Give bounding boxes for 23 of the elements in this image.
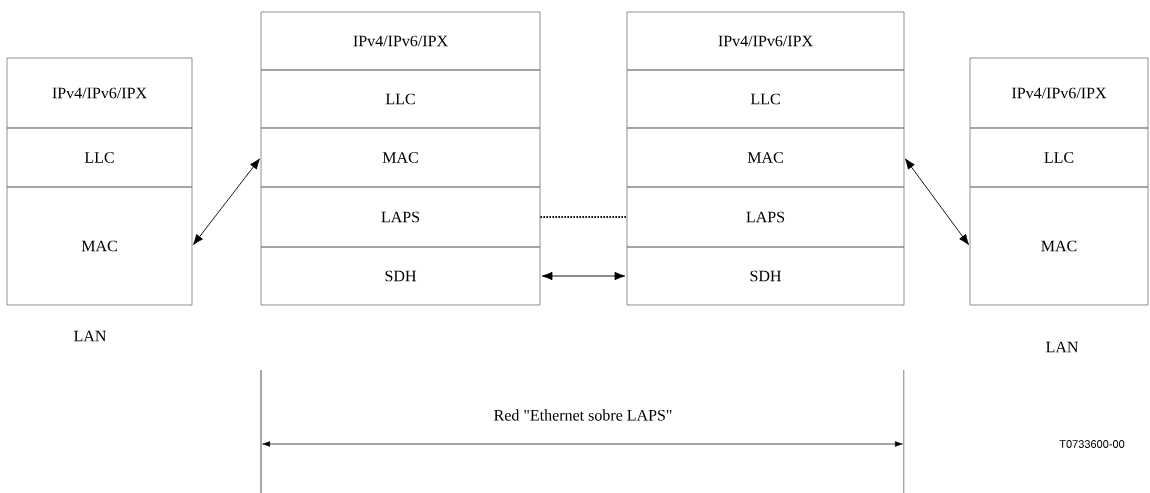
protocol-layer-cell: SDH bbox=[260, 246, 541, 306]
text-label: LAN bbox=[74, 330, 107, 342]
protocol-layer-cell: IPv4/IPv6/IPX bbox=[6, 57, 193, 129]
arrow bbox=[541, 271, 626, 281]
arrow bbox=[905, 158, 969, 245]
protocol-layer-cell: MAC bbox=[969, 186, 1149, 306]
protocol-layer-cell: LLC bbox=[6, 127, 193, 188]
protocol-layer-cell: IPv4/IPv6/IPX bbox=[626, 11, 905, 71]
protocol-layer-cell: LLC bbox=[969, 127, 1149, 188]
protocol-layer-cell: MAC bbox=[260, 127, 541, 188]
protocol-layer-cell: IPv4/IPv6/IPX bbox=[260, 11, 541, 71]
text-label: LAN bbox=[1046, 341, 1079, 353]
protocol-layer-cell: LLC bbox=[260, 69, 541, 129]
protocol-layer-cell: SDH bbox=[626, 246, 905, 306]
arrow bbox=[193, 158, 260, 245]
protocol-layer-cell: IPv4/IPv6/IPX bbox=[969, 57, 1149, 129]
protocol-layer-cell: MAC bbox=[626, 127, 905, 188]
figure-code: T0733600-00 bbox=[1059, 440, 1125, 448]
protocol-layer-cell: LAPS bbox=[260, 186, 541, 248]
protocol-layer-cell: MAC bbox=[6, 186, 193, 306]
protocol-layer-cell: LLC bbox=[626, 69, 905, 129]
text-label: Red "Ethernet sobre LAPS" bbox=[494, 409, 672, 421]
protocol-layer-cell: LAPS bbox=[626, 186, 905, 248]
